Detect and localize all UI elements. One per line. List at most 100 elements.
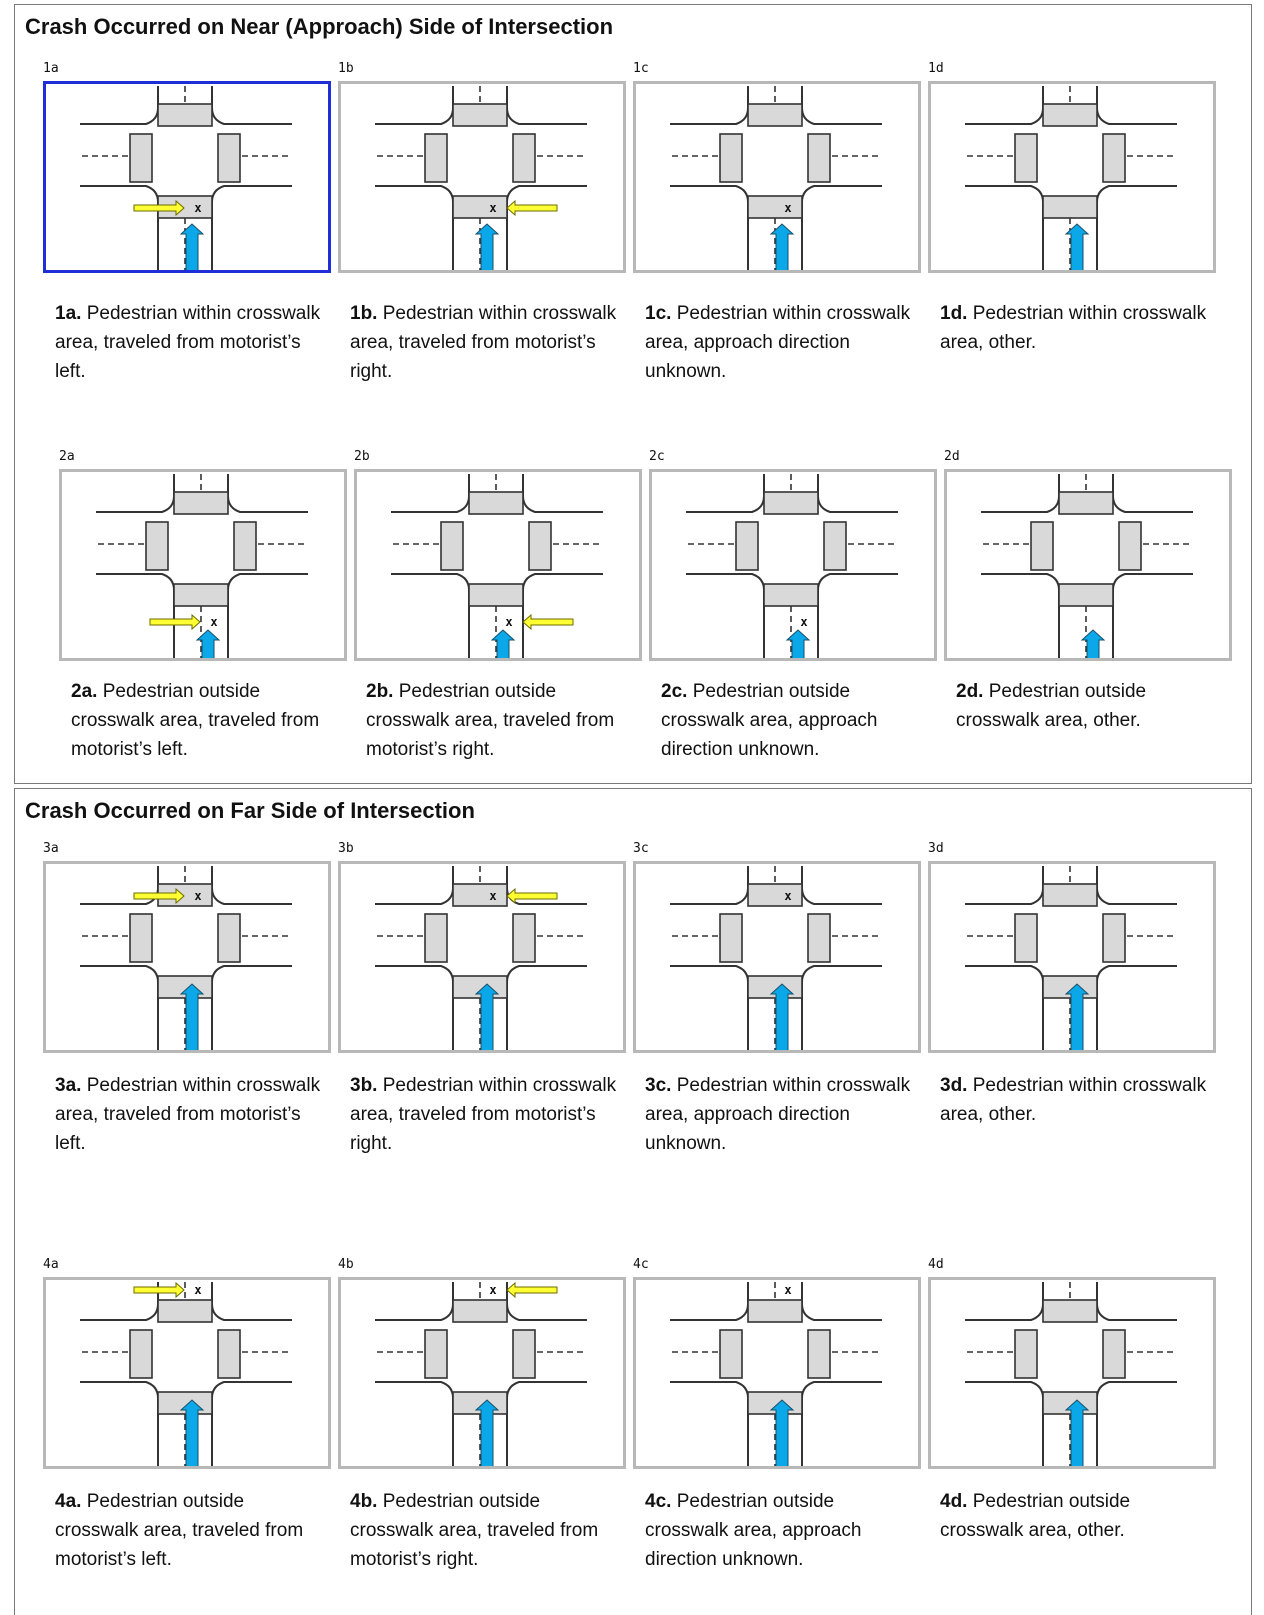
section-title-near: Crash Occurred on Near (Approach) Side o… (25, 14, 614, 39)
pedestrian-arrow-icon (522, 613, 574, 631)
pedestrian-arrow-icon (506, 1281, 558, 1299)
crosswalk-bottom (157, 975, 213, 999)
intersection-diagram: x (391, 474, 603, 658)
panel-id-label: 1c (633, 61, 649, 76)
diagram-option-1d[interactable] (928, 81, 1216, 273)
caption-code: 3d. (940, 1075, 968, 1096)
vehicle-arrow-icon (490, 629, 516, 658)
caption-text: Pedestrian within crosswalk area, travel… (350, 303, 617, 382)
diagram-option-2a[interactable]: x (59, 469, 347, 661)
vehicle-arrow-icon (1064, 223, 1090, 270)
caption-3c: 3c. Pedestrian within crosswalk area, ap… (645, 1071, 915, 1158)
panel-id-label: 2b (354, 449, 370, 464)
crosswalk-right (807, 1329, 831, 1379)
diagram-option-2d[interactable] (944, 469, 1232, 661)
crosswalk-bottom (452, 975, 508, 999)
pedestrian-arrow-icon (149, 613, 201, 631)
diagram-option-2c[interactable]: x (649, 469, 937, 661)
caption-text: Pedestrian outside crosswalk area, trave… (71, 681, 320, 760)
diagram-option-3c[interactable]: x (633, 861, 921, 1053)
crosswalk-left (129, 133, 153, 183)
caption-1b: 1b. Pedestrian within crosswalk area, tr… (350, 299, 620, 386)
crosswalk-right (217, 913, 241, 963)
vehicle-arrow-icon (1064, 983, 1090, 1050)
crosswalk-right (217, 1329, 241, 1379)
vehicle-arrow-icon (179, 223, 205, 270)
crosswalk-right (528, 521, 552, 571)
crosswalk-bottom (1058, 583, 1114, 607)
intersection-diagram: x (670, 1282, 882, 1466)
crash-marker-icon: x (489, 889, 496, 903)
panel-id-label: 1b (338, 61, 354, 76)
crash-marker-icon: x (505, 615, 512, 629)
crosswalk-top (763, 491, 819, 515)
vehicle-arrow-icon (179, 1399, 205, 1466)
crosswalk-top (747, 883, 803, 907)
caption-code: 2d. (956, 681, 984, 702)
crosswalk-left (735, 521, 759, 571)
crosswalk-bottom (1042, 975, 1098, 999)
panel-id-label: 3b (338, 841, 354, 856)
panel-id-label: 4a (43, 1257, 59, 1272)
crosswalk-bottom (452, 1391, 508, 1415)
diagram-option-3a[interactable]: x (43, 861, 331, 1053)
caption-code: 4a. (55, 1491, 82, 1512)
crosswalk-right (1102, 1329, 1126, 1379)
diagram-option-2b[interactable]: x (354, 469, 642, 661)
diagram-option-1a[interactable]: x (43, 81, 331, 273)
caption-text: Pedestrian outside crosswalk area, trave… (55, 1491, 304, 1570)
caption-3d: 3d. Pedestrian within crosswalk area, ot… (940, 1071, 1210, 1129)
caption-2d: 2d. Pedestrian outside crosswalk area, o… (956, 677, 1226, 735)
crosswalk-bottom (747, 195, 803, 219)
diagram-option-1c[interactable]: x (633, 81, 921, 273)
caption-4a: 4a. Pedestrian outside crosswalk area, t… (55, 1487, 325, 1574)
caption-text: Pedestrian outside crosswalk area, appro… (645, 1491, 862, 1570)
crosswalk-right (1118, 521, 1142, 571)
diagram-option-4d[interactable] (928, 1277, 1216, 1469)
crash-marker-icon: x (489, 1283, 496, 1297)
vehicle-arrow-icon (769, 223, 795, 270)
intersection-diagram: x (80, 86, 292, 270)
caption-code: 4c. (645, 1491, 672, 1512)
caption-text: Pedestrian within crosswalk area, approa… (645, 1075, 911, 1154)
caption-code: 3b. (350, 1075, 378, 1096)
caption-text: Pedestrian within crosswalk area, travel… (55, 1075, 321, 1154)
crosswalk-right (512, 133, 536, 183)
intersection-diagram: x (670, 86, 882, 270)
crosswalk-bottom (747, 1391, 803, 1415)
caption-1c: 1c. Pedestrian within crosswalk area, ap… (645, 299, 915, 386)
panel-id-label: 3d (928, 841, 944, 856)
intersection-diagram: x (670, 866, 882, 1050)
crosswalk-left (129, 1329, 153, 1379)
crosswalk-left (1014, 1329, 1038, 1379)
intersection-diagram: x (375, 1281, 587, 1466)
diagram-option-3b[interactable]: x (338, 861, 626, 1053)
crash-marker-icon: x (784, 201, 791, 215)
panel-id-label: 3c (633, 841, 649, 856)
diagram-option-4b[interactable]: x (338, 1277, 626, 1469)
pedestrian-arrow-icon (133, 887, 185, 905)
vehicle-arrow-icon (1080, 629, 1106, 658)
crash-marker-icon: x (489, 201, 496, 215)
vehicle-arrow-icon (769, 983, 795, 1050)
crosswalk-left (719, 133, 743, 183)
crosswalk-right (807, 913, 831, 963)
crosswalk-top (452, 103, 508, 127)
diagram-option-3d[interactable] (928, 861, 1216, 1053)
caption-code: 2a. (71, 681, 98, 702)
diagram-option-4a[interactable]: x (43, 1277, 331, 1469)
pedestrian-arrow-icon (506, 199, 558, 217)
diagram-option-4c[interactable]: x (633, 1277, 921, 1469)
intersection-diagram: x (686, 474, 898, 658)
caption-code: 1d. (940, 303, 968, 324)
caption-code: 3c. (645, 1075, 672, 1096)
crosswalk-bottom (1042, 195, 1098, 219)
intersection-diagram (965, 1282, 1177, 1466)
crosswalk-left (1014, 913, 1038, 963)
diagram-option-1b[interactable]: x (338, 81, 626, 273)
far-side-section: Crash Occurred on Far Side of Intersecti… (14, 788, 1252, 1615)
intersection-diagram (965, 866, 1177, 1050)
crosswalk-top (452, 883, 508, 907)
pedestrian-arrow-icon (133, 199, 185, 217)
crosswalk-right (1102, 133, 1126, 183)
